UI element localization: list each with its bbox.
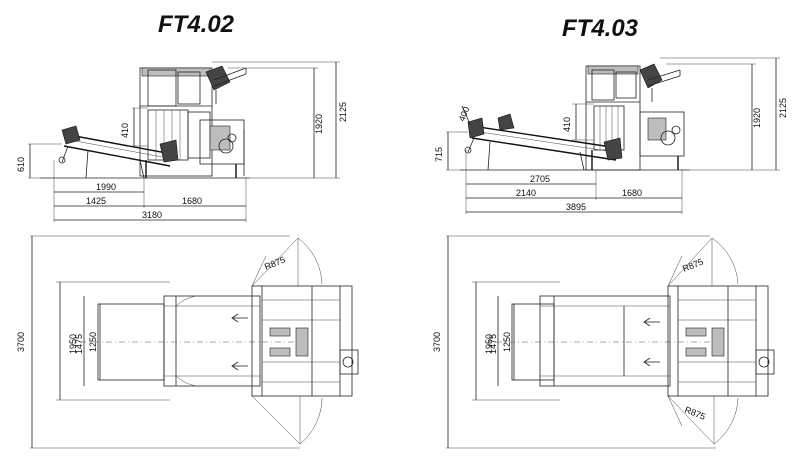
ft402-dim-len-conveyor: 1990 xyxy=(96,182,116,192)
ft402-dim-len-body: 1680 xyxy=(182,196,202,206)
ft402-side-view: 2125 1920 410 610 1990 1425 1680 3180 xyxy=(16,61,348,222)
ft403-dim-height-tilt: 400 xyxy=(457,105,472,123)
ft403-top-view: 3700 1950 1475 1250 xyxy=(432,235,775,449)
ft402-dim-len-front: 1425 xyxy=(86,196,106,206)
ft403-dim-height-total: 2125 xyxy=(778,98,788,118)
ft403-side-view: 2125 1920 410 400 715 2705 2140 1680 389… xyxy=(434,57,788,214)
ft402-dim-height-body: 1920 xyxy=(314,114,324,134)
ft403-dim-height-chute: 410 xyxy=(562,117,572,132)
ft403-dim-len-conveyor: 2705 xyxy=(530,174,550,184)
ft403-dim-width-total: 3700 xyxy=(432,332,442,352)
ft403-dim-len-body: 1680 xyxy=(622,188,642,198)
model-title-ft403: FT4.03 xyxy=(562,15,639,42)
ft403-dim-len-total: 3895 xyxy=(566,202,586,212)
ft403-dim-height-body: 1920 xyxy=(752,108,762,128)
flow-arrow-icon xyxy=(643,317,660,367)
flow-arrow-icon xyxy=(231,313,248,371)
ft402-dim-width-belt: 1475 xyxy=(74,334,84,354)
ft402-dim-height-total: 2125 xyxy=(338,102,348,122)
ft403-dim-width-hopper: 1250 xyxy=(502,332,512,352)
ft403-dim-radius-lower: R875 xyxy=(683,405,707,422)
ft402-dim-radius-upper: R875 xyxy=(263,255,287,272)
model-title-ft402: FT4.02 xyxy=(158,11,235,38)
ft402-dim-width-inner: 1950 xyxy=(68,334,78,354)
ft403-dim-len-front: 2140 xyxy=(516,188,536,198)
ft402-top-view: 3700 1950 1475 1250 xyxy=(16,235,359,449)
ft402-dim-height-conveyor-end: 610 xyxy=(16,157,26,172)
ft403-dim-radius-upper: R875 xyxy=(681,257,705,274)
ft403-dim-width-belt: 1475 xyxy=(488,334,498,354)
ft402-dim-width-total: 3700 xyxy=(16,332,26,352)
ft402-dim-len-total: 3180 xyxy=(142,210,162,220)
ft402-dim-height-chute: 410 xyxy=(120,123,130,138)
ft403-dim-width-inner: 1950 xyxy=(484,334,494,354)
ft403-dim-height-conveyor-end: 715 xyxy=(434,147,444,162)
